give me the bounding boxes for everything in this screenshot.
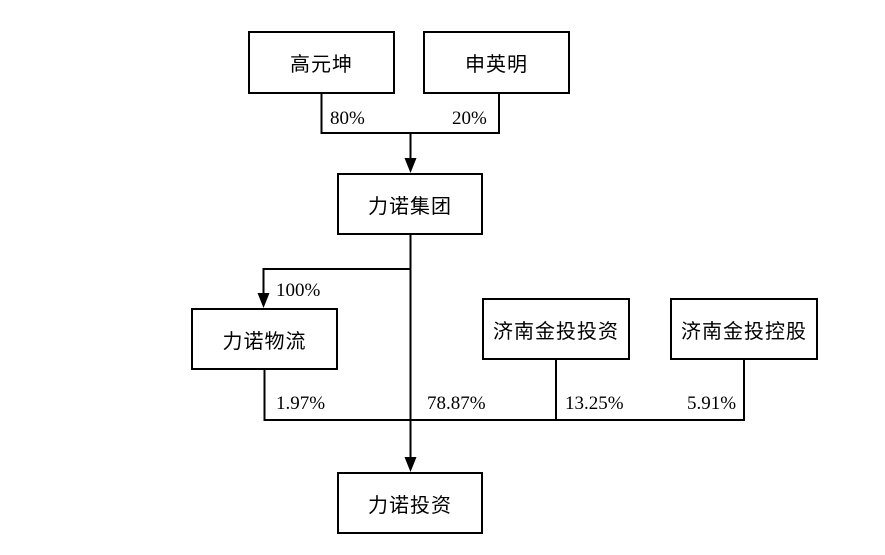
node-linuo-group: 力诺集团 <box>337 173 483 235</box>
node-shen-yingming: 申英明 <box>423 31 570 94</box>
edge-label-jintou-investment-to-investment: 13.25% <box>565 393 624 414</box>
arrowhead-into-group <box>404 158 417 173</box>
edge-label-group-to-investment: 78.87% <box>427 393 486 414</box>
edge-label-group-to-logistics: 100% <box>276 280 321 301</box>
node-jinan-jintou-investment: 济南金投投资 <box>482 298 630 360</box>
arrowhead-into-logistics <box>257 293 270 308</box>
edge-label-logistics-to-investment: 1.97% <box>276 393 326 414</box>
edge-label-gao-to-group: 80% <box>330 108 365 129</box>
node-gao-yuankun: 高元坤 <box>248 31 395 94</box>
edge-label-jintou-holding-to-investment: 5.91% <box>687 393 737 414</box>
node-jinan-jintou-holding: 济南金投控股 <box>670 298 818 360</box>
node-linuo-investment: 力诺投资 <box>337 472 483 534</box>
arrowhead-into-investment <box>404 457 417 472</box>
node-linuo-logistics: 力诺物流 <box>191 308 338 370</box>
edge-label-shen-to-group: 20% <box>452 108 487 129</box>
